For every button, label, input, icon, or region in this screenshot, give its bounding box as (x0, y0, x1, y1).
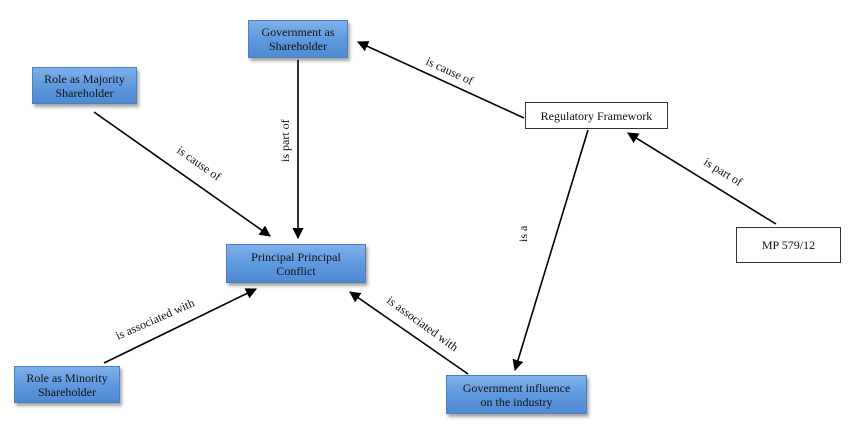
edge-line (349, 291, 469, 375)
edge-line (627, 132, 777, 225)
edge-majority-to-ppc: is cause of (93, 111, 271, 237)
node-label-line: Shareholder (38, 384, 96, 399)
edge-label: is cause of (174, 143, 224, 184)
node-label-line: on the industry (480, 394, 553, 409)
edge-label: is part of (278, 119, 292, 162)
edge-line (93, 111, 271, 237)
node-mp-579-12[interactable]: MP 579/12 (736, 227, 841, 263)
edge-line (512, 129, 589, 372)
edge-label: is associated with (114, 296, 197, 343)
edge-minority-to-ppc: is associated with (103, 288, 258, 364)
node-label-line: Principal Principal (251, 249, 341, 264)
node-label-line: Government as (261, 25, 335, 39)
edge-gov-shareholder-to-ppc: is part of (278, 60, 304, 240)
node-label-line: Regulatory Framework (540, 108, 653, 123)
node-label-line: Shareholder (55, 85, 114, 100)
edge-regulatory-to-gov-shareholder: is cause of (356, 41, 525, 119)
node-label-line: Role as Majority (44, 71, 125, 86)
edge-gov-influence-to-ppc: is associated with (349, 291, 469, 375)
edge-regulatory-to-gov-influence: is a (512, 129, 589, 372)
node-label-line: Shareholder (269, 39, 327, 53)
edge-mp-to-regulatory: is part of (627, 132, 777, 225)
node-regulatory-framework[interactable]: Regulatory Framework (525, 102, 668, 129)
edge-line (103, 288, 258, 364)
edge-label: is part of (701, 155, 745, 189)
edge-label: is cause of (424, 54, 476, 88)
node-label-line: Role as Minority (26, 370, 108, 385)
node-label-line: MP 579/12 (761, 238, 816, 252)
node-label-line: Conflict (276, 263, 316, 278)
edge-label: is a (516, 225, 530, 242)
edge-line (356, 41, 525, 119)
node-label-line: Government influence (462, 380, 571, 395)
